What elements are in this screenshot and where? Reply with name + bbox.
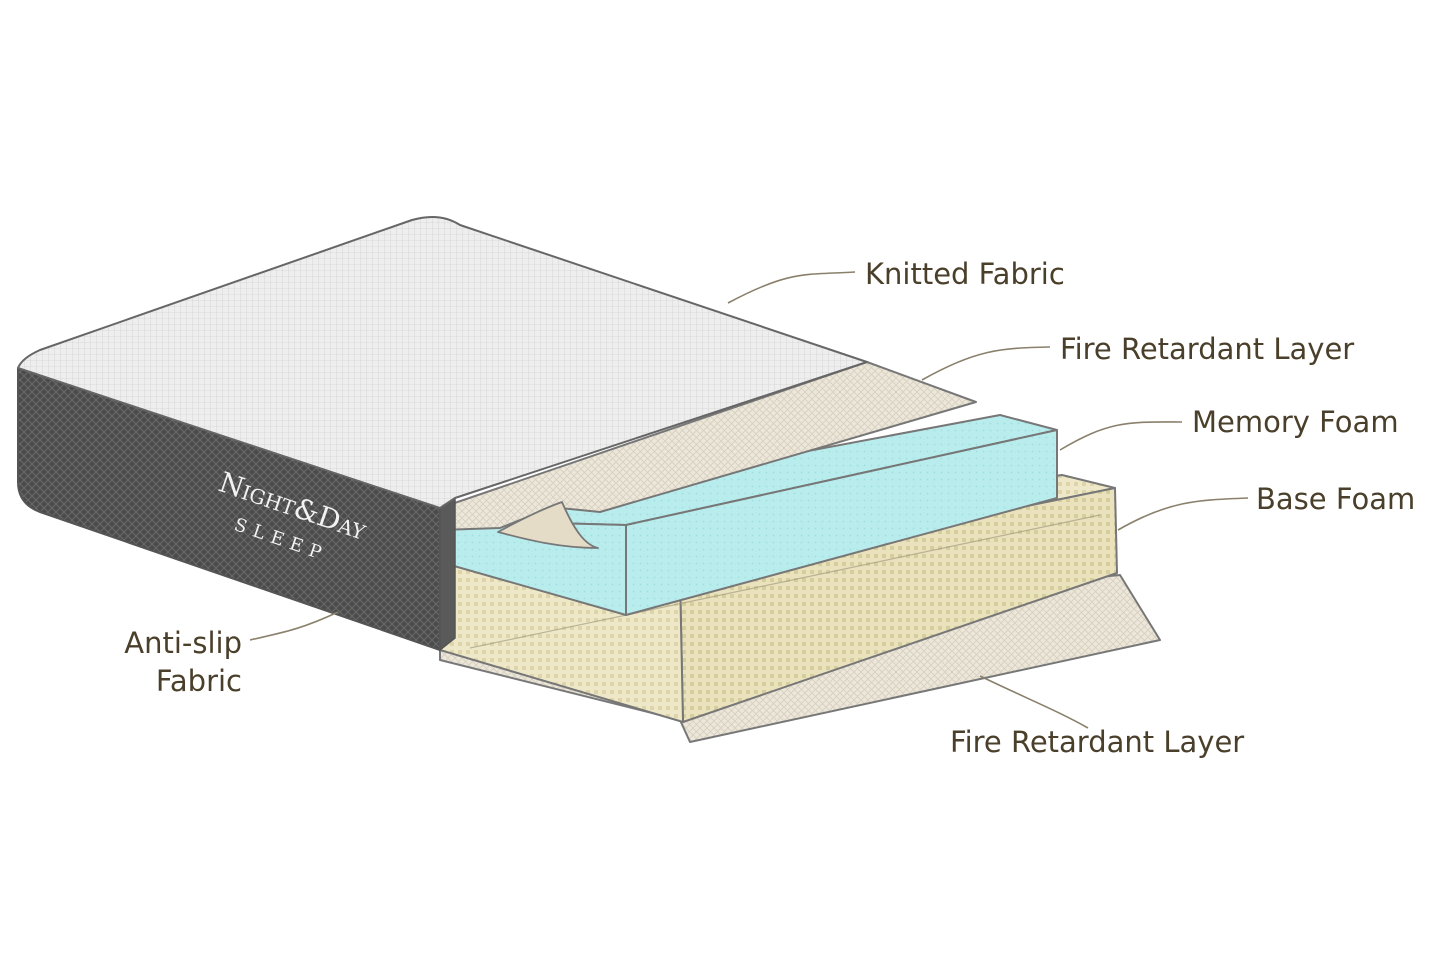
label-anti-slip-line2: Fabric <box>155 664 242 698</box>
leader-anti-slip <box>249 611 339 641</box>
label-fire-retardant-top: Fire Retardant Layer <box>1060 332 1355 366</box>
leader-lines <box>249 271 1249 729</box>
leader-base-foam <box>1117 497 1249 531</box>
mattress-side-fabric <box>17 367 456 652</box>
label-knitted-fabric: Knitted Fabric <box>865 257 1065 291</box>
label-memory-foam: Memory Foam <box>1192 405 1399 439</box>
label-fire-retardant-bottom: Fire Retardant Layer <box>950 725 1245 759</box>
label-anti-slip-line1: Anti-slip <box>124 626 242 660</box>
leader-knitted-fabric <box>727 271 856 304</box>
leader-memory-foam <box>1059 421 1183 451</box>
leader-fire-retardant-bottom <box>979 675 1089 729</box>
label-anti-slip-fabric: Anti-slip Fabric <box>110 624 242 700</box>
top-fire-retardant-layer <box>439 361 977 549</box>
label-base-foam: Base Foam <box>1256 482 1416 516</box>
leader-fire-retardant-top <box>921 346 1051 381</box>
mattress-top-knitted <box>17 215 868 509</box>
